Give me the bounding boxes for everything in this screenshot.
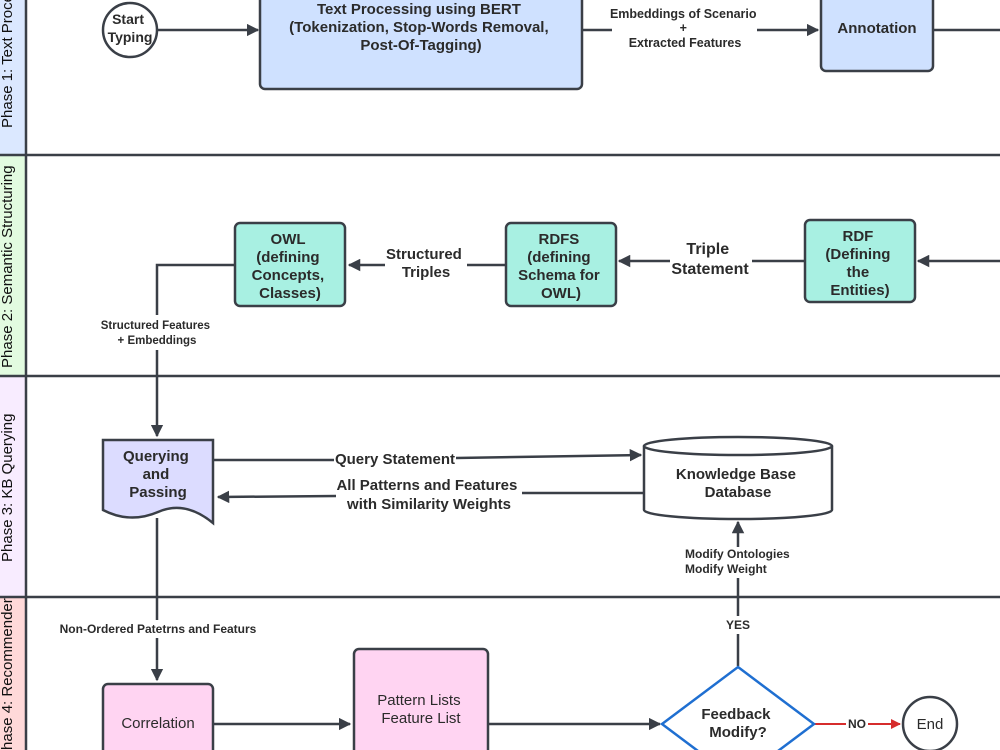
rdfs-label: RDFS (defining Schema for OWL) xyxy=(518,231,604,302)
end-node xyxy=(901,695,959,750)
edge-label-no: NO xyxy=(848,717,866,731)
feedback-label: Feedback Modify? xyxy=(701,706,774,741)
querying-node xyxy=(101,438,215,526)
pattern-lists-node xyxy=(352,647,490,750)
edge-label-no-bg xyxy=(846,717,868,730)
edge-label-structured-features: Structured Features + Embeddings xyxy=(101,320,213,347)
correlation-node xyxy=(101,682,215,750)
edge-all-patterns-b xyxy=(216,490,337,504)
lane-header-phase-4 xyxy=(0,597,26,750)
edge-label-triple-statement: Triple Statement xyxy=(671,241,749,278)
rdfs-node xyxy=(504,221,618,308)
bert-processing-node xyxy=(258,0,584,91)
rdf-label: RDF (Defining the Entities) xyxy=(825,228,894,299)
edge-label-yes: YES xyxy=(726,618,750,632)
annotation-label: Annotation xyxy=(837,20,916,37)
edge-label-non-ordered: Non-Ordered Patetrns and Featurs xyxy=(60,622,257,636)
bert-processing-label: Text Processing using BERT (Tokenization… xyxy=(289,1,553,54)
edge-label-modify: Modify Ontologies Modify Weight xyxy=(685,547,793,576)
edge-label-structured-triples: Structured Triples xyxy=(386,246,466,281)
lane-title-phase-2: Phase 2: Semantic Structuring xyxy=(0,165,16,368)
owl-node xyxy=(233,221,347,308)
lane-title-phase-1: Phase 1: Text Processing xyxy=(0,0,16,128)
knowledge-base-node xyxy=(642,446,834,521)
edge-owl-to-querying-a xyxy=(155,263,235,315)
end-label: End xyxy=(917,716,944,733)
edge-label-embeddings: Embeddings of Scenario + Extracted Featu… xyxy=(610,7,760,50)
lane-header-phase-1 xyxy=(0,0,26,154)
lane-header-phase-3 xyxy=(0,376,26,596)
start-node xyxy=(101,1,159,59)
querying-label: Querying and Passing xyxy=(123,448,193,501)
correlation-label: Correlation xyxy=(121,715,194,732)
owl-label: OWL (defining Concepts, Classes) xyxy=(252,231,329,302)
edge-query-statement-b xyxy=(455,448,643,462)
lane-header-phase-2 xyxy=(0,155,26,375)
knowledge-base-top xyxy=(642,435,834,457)
feedback-decision-node xyxy=(659,665,817,750)
rdf-node xyxy=(803,218,917,304)
edge-label-query-statement: Query Statement xyxy=(335,451,455,468)
lane-title-phase-4: Phase 4: Recommender xyxy=(0,598,16,750)
annotation-node xyxy=(819,0,935,73)
start-label: Start Typing xyxy=(108,11,153,45)
knowledge-base-label: Knowledge Base Database xyxy=(676,466,800,501)
pattern-lists-label: Pattern Lists Feature List xyxy=(377,692,465,727)
lane-title-phase-3: Phase 3: KB Querying xyxy=(0,414,16,562)
edge-label-all-patterns: All Patterns and Features with Similarit… xyxy=(336,477,521,513)
